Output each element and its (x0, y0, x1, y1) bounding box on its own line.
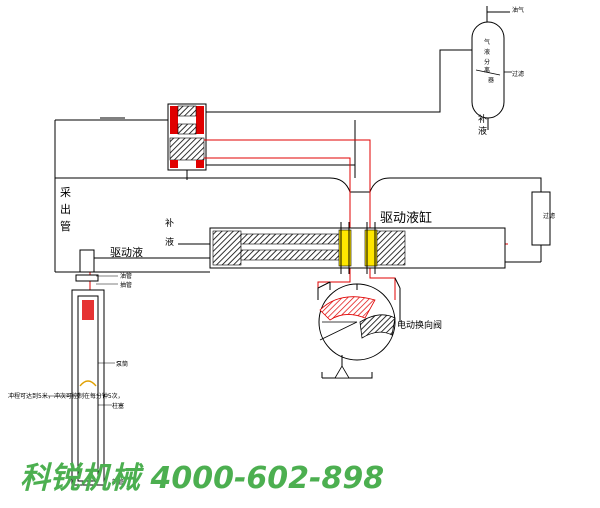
separator-label-5: 器 (488, 77, 494, 84)
exhaust-label: 油气 (512, 6, 524, 14)
production-pipe-label-3: 管 (60, 219, 71, 233)
drive-cylinder-label: 驱动液缸 (380, 210, 432, 226)
well-label-plunger: 柱塞 (112, 402, 124, 410)
right-filter-label: 过滤 (543, 212, 555, 220)
valve-rotor-black (359, 314, 396, 339)
valve-rotor-red (319, 296, 376, 321)
cylinder-left-cap (212, 230, 242, 266)
drive-fluid-label: 驱动液 (110, 245, 143, 259)
separator-screen (475, 69, 501, 76)
red-flow-lines (89, 139, 508, 470)
well-label-stroke: 冲程可达到5米，冲次可控制在每分钟5次， (8, 392, 124, 400)
production-pipe-label-2: 出 (60, 202, 71, 216)
well-label-barrel: 泵筒 (116, 360, 128, 368)
separator-filter-label: 过滤 (512, 70, 524, 78)
well-label-pump-tube: 抽管 (120, 281, 132, 289)
cylinder-piston-head (376, 230, 406, 266)
production-pipe-label-1: 采 (60, 186, 71, 199)
return-line (205, 49, 472, 113)
labels: 油气 气 液 分 离 器 过滤 补 液 采 出 管 补 液 驱动液缸 驱动液 过… (8, 6, 555, 486)
wellhead (79, 249, 95, 273)
gas-liquid-separator (471, 6, 512, 130)
pump-barrel (79, 380, 97, 387)
well-label-screen: 筛管 (112, 478, 124, 486)
valve-motor-base (334, 365, 350, 379)
downhole-pump (48, 249, 118, 486)
separator-refill-label-1: 补 (478, 113, 487, 125)
separator-refill-label-2: 液 (478, 125, 487, 137)
watermark: 科锐机械 4000-602-898 (20, 461, 384, 496)
right-filter (531, 191, 551, 246)
cylinder-refill-label-1: 补 (165, 217, 174, 229)
plunger-top (82, 300, 94, 320)
electric-valve-label: 电动换向阀 (397, 319, 442, 331)
separator-label-1: 气 (484, 38, 490, 46)
separator-label-4: 离 (484, 66, 490, 74)
piston-rod-lower (240, 249, 340, 261)
drive-cylinder (178, 222, 506, 274)
electric-reversing-valve (317, 277, 401, 379)
well-label-oil-tube: 油管 (120, 272, 132, 280)
control-valve-block (167, 103, 207, 180)
cylinder-refill-label-2: 液 (165, 236, 174, 248)
piston-rod-upper (240, 233, 340, 245)
separator-label-3: 分 (484, 58, 490, 66)
flow-top (204, 139, 371, 232)
valve-seat-left (338, 229, 352, 267)
manifold (55, 177, 542, 193)
tubing (77, 295, 99, 482)
flow-mid (204, 157, 351, 232)
separator-label-2: 液 (484, 48, 490, 56)
